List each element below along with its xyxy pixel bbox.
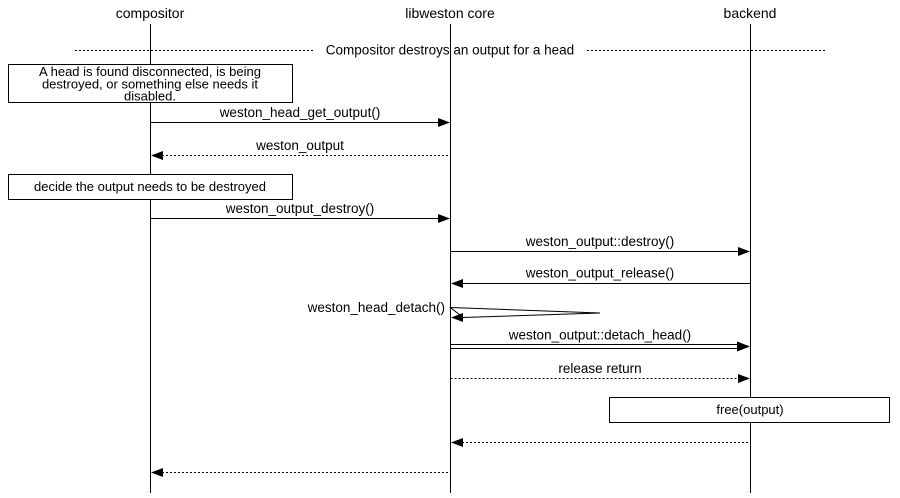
arrowhead-left-icon: [451, 279, 463, 288]
message-label: weston_head_detach(): [307, 300, 445, 315]
message-label: weston_head_get_output(): [219, 105, 381, 120]
actor-label-compositor: compositor: [116, 5, 185, 21]
message-label: weston_output_destroy(): [225, 201, 375, 216]
arrowhead-right-icon: [738, 247, 750, 256]
self-call-loop: [449, 306, 601, 319]
note-line: A head is found disconnected, is being: [39, 64, 261, 79]
arrowhead-left-icon: [451, 438, 463, 447]
arrowhead-left-icon: [151, 151, 163, 160]
message-weston-output-detach-head: weston_output::detach_head(): [450, 328, 750, 352]
note-line: free(output): [716, 402, 783, 417]
arrowhead-right-icon: [438, 214, 450, 223]
divider: Compositor destroys an output for a head: [75, 43, 825, 58]
note-head-disconnected: A head is found disconnected, is being d…: [8, 64, 293, 104]
arrowhead-left-icon: [151, 468, 163, 477]
message-label: release return: [558, 361, 641, 376]
message-return-to-core: [451, 438, 751, 447]
arrowhead-right-icon: [737, 341, 750, 352]
actor-label-backend: backend: [724, 5, 777, 21]
message-weston-output-return: weston_output: [151, 138, 451, 160]
divider-label: Compositor destroys an output for a head: [326, 43, 574, 58]
arrowhead-left-icon: [451, 313, 463, 322]
message-return-to-compositor: [151, 468, 451, 477]
message-weston-head-detach-self: weston_head_detach(): [307, 300, 601, 322]
message-label: weston_output_release(): [525, 266, 675, 281]
message-weston-output-destroy: weston_output_destroy(): [150, 201, 450, 223]
note-line: decide the output needs to be destroyed: [34, 179, 266, 194]
note-free-output: free(output): [609, 397, 890, 423]
note-box: [609, 397, 890, 423]
note-line: disabled.: [124, 89, 176, 104]
note-box: [8, 174, 293, 200]
note-box: [8, 64, 293, 103]
note-decide-destroy: decide the output needs to be destroyed: [8, 174, 293, 200]
note-line: destroyed, or something else needs it: [42, 77, 258, 92]
message-label: weston_output::destroy(): [525, 234, 675, 249]
message-label: weston_output::detach_head(): [508, 328, 691, 343]
arrowhead-right-icon: [738, 374, 750, 383]
actor-label-libweston-core: libweston core: [405, 5, 495, 21]
arrowhead-right-icon: [438, 118, 450, 127]
message-weston-output-release: weston_output_release(): [451, 266, 751, 288]
message-release-return: release return: [450, 361, 750, 383]
message-label: weston_output: [255, 138, 344, 153]
message-weston-output-destroy-vfunc: weston_output::destroy(): [450, 234, 750, 256]
message-weston-head-get-output: weston_head_get_output(): [150, 105, 450, 127]
